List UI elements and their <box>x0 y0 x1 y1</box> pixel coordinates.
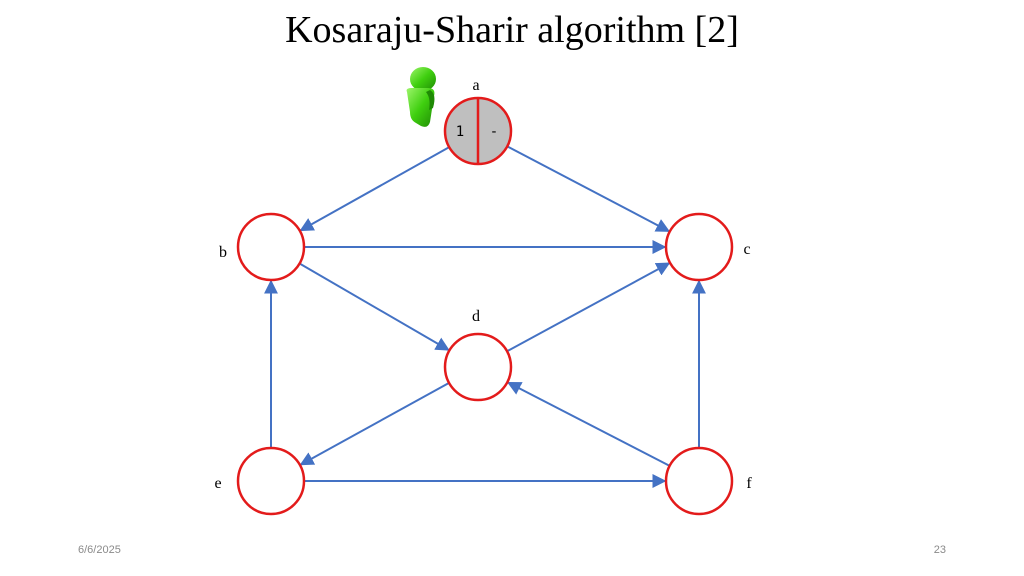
node-a: 1 - a <box>443 77 513 166</box>
node-circle <box>236 212 306 282</box>
node-label: c <box>743 241 750 258</box>
edge-d-e <box>299 382 450 466</box>
person-icon <box>406 67 436 127</box>
node-c: c <box>664 212 751 282</box>
node-pre-number: 1 <box>456 124 464 140</box>
edge-b-d <box>299 262 450 351</box>
node-circle <box>443 332 513 402</box>
edge-f-d <box>506 381 671 467</box>
slide-date: 6/6/2025 <box>78 544 121 556</box>
node-label: a <box>472 77 479 94</box>
edges-layer <box>264 145 706 488</box>
node-circle <box>664 446 734 516</box>
node-e: e <box>214 446 306 516</box>
node-post-number: - <box>490 124 498 140</box>
edge-a-c <box>506 145 671 233</box>
slide-title: Kosaraju-Sharir algorithm [2] <box>285 9 739 51</box>
node-label: d <box>472 308 480 325</box>
node-label: f <box>746 475 752 492</box>
node-b: b <box>219 212 306 282</box>
slide-page-number: 23 <box>933 544 946 556</box>
nodes-layer: 1 - a b c d e f <box>214 77 752 516</box>
node-circle <box>236 446 306 516</box>
edge-a-b <box>299 146 450 232</box>
edge-d-c <box>506 262 671 353</box>
node-circle <box>664 212 734 282</box>
node-f: f <box>664 446 752 516</box>
node-label: b <box>219 244 227 261</box>
node-d: d <box>443 308 513 402</box>
node-label: e <box>214 475 221 492</box>
